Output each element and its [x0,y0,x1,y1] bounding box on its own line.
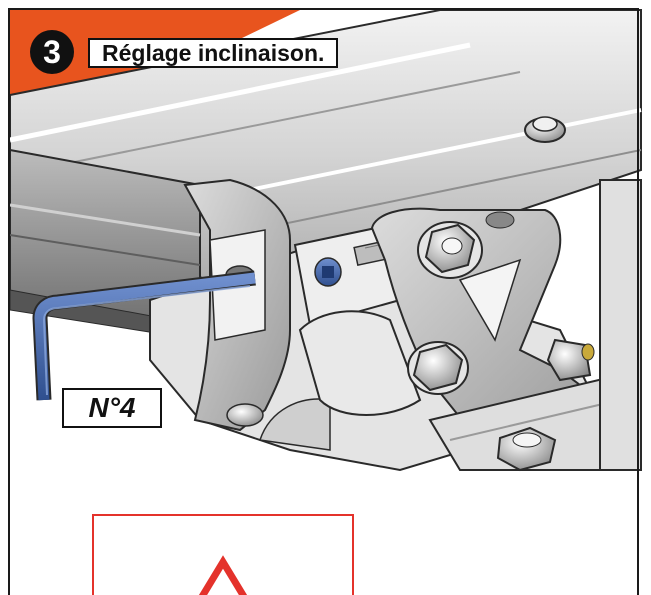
tool-size-label: N°4 [62,388,162,428]
step-number-badge: 3 [30,30,74,74]
grub-screw [314,257,342,287]
warning-box [92,514,354,595]
small-bolt-top [524,116,566,143]
lower-nut [407,341,469,395]
step-title: Réglage inclinaison. [88,38,339,68]
upper-nut [417,221,483,279]
bottom-nut [496,426,557,472]
side-bolt [546,338,595,382]
right-post [599,179,642,471]
